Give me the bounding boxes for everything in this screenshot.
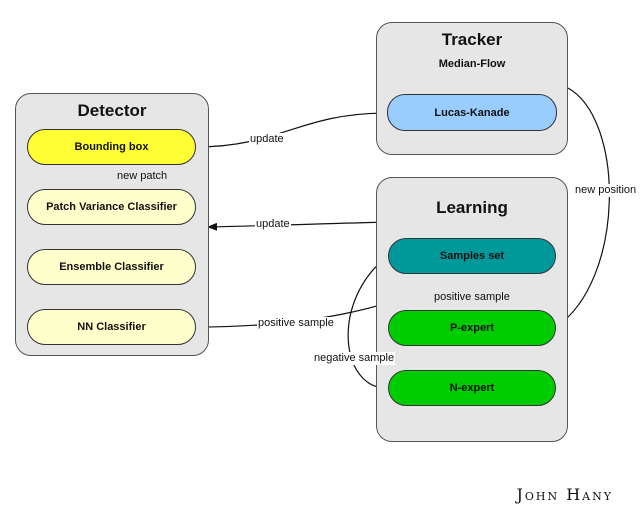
ensemble-classifier-node: Ensemble Classifier [27, 249, 196, 285]
n-expert-node: N-expert [388, 370, 556, 406]
bounding-box-node: Bounding box [27, 129, 196, 165]
author-signature: John Hany [516, 485, 613, 504]
edge-negative-sample [347, 255, 389, 389]
samples-set-node: Samples set [388, 238, 556, 274]
p-expert-node: P-expert [388, 310, 556, 346]
tracker-title: Tracker [441, 30, 503, 49]
label-new-position: new position [574, 184, 638, 197]
label-update-bbox: update [249, 133, 285, 146]
tracker-subtitle: Median-Flow [438, 58, 506, 70]
label-positive-sample-nn: positive sample [257, 317, 335, 330]
label-negative-sample: negative sample [313, 352, 396, 365]
label-update-detector: update [255, 218, 291, 231]
learning-title: Learning [436, 198, 508, 217]
nn-classifier-node: NN Classifier [27, 309, 196, 345]
label-positive-sample-p: positive sample [433, 291, 511, 304]
detector-title: Detector [77, 101, 147, 120]
tracker-group: Tracker Median-Flow [376, 22, 568, 155]
lucas-kanade-node: Lucas-Kanade [387, 94, 557, 131]
label-new-patch: new patch [116, 170, 169, 183]
edge-new-position [555, 87, 610, 328]
patch-variance-classifier-node: Patch Variance Classifier [27, 189, 196, 225]
edge-update-bbox [195, 112, 388, 151]
